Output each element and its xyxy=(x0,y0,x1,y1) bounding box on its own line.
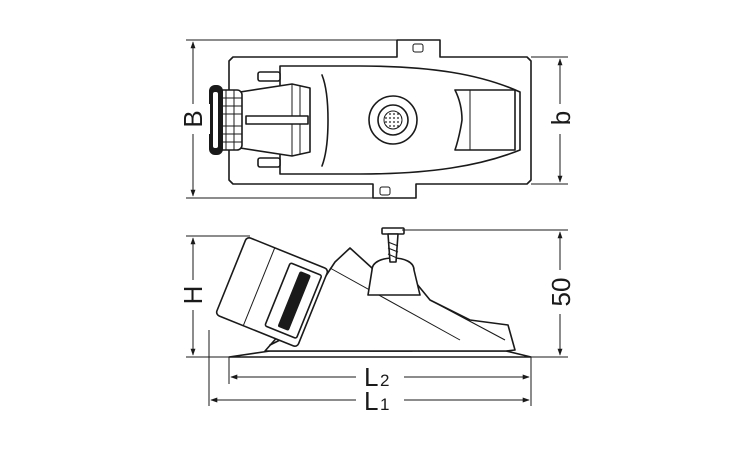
side-entry-rib xyxy=(242,247,276,326)
top-body-ridge xyxy=(321,74,329,167)
dim-50: 50 xyxy=(402,229,576,358)
side-screw-head xyxy=(381,227,405,235)
top-tab-hole-lower xyxy=(379,186,391,196)
dim-L2-sub: 2 xyxy=(380,371,389,390)
top-collar-slot xyxy=(245,115,309,125)
side-screw-thread xyxy=(387,241,399,259)
top-tab-hole-upper xyxy=(412,43,424,53)
side-entry-face xyxy=(278,271,311,331)
dim-b: b xyxy=(531,56,576,185)
side-entry-housing xyxy=(215,236,329,348)
dim-50-label: 50 xyxy=(546,278,576,307)
top-screw-mesh xyxy=(383,110,403,130)
top-ramp xyxy=(454,89,516,151)
dim-b-label: b xyxy=(546,111,576,125)
dim-L1-letter: L xyxy=(364,386,378,416)
side-base-flange xyxy=(228,350,532,358)
top-clip-upper xyxy=(257,71,281,82)
side-view: H 50 L 2 L 1 xyxy=(176,227,576,416)
dim-B-label: B xyxy=(178,110,208,127)
side-body-edge-2 xyxy=(429,299,506,341)
top-front-face-hi xyxy=(213,92,218,148)
dim-B: B xyxy=(176,39,440,199)
dim-L1: L 1 xyxy=(208,330,530,416)
top-view: B b xyxy=(176,39,576,199)
side-screw-dome xyxy=(367,257,421,296)
top-clip-lower xyxy=(257,157,281,168)
dim-H: H xyxy=(176,235,250,358)
dim-L2-letter: L xyxy=(364,362,378,392)
dim-L2: L 2 xyxy=(228,357,532,406)
side-body-edge-1 xyxy=(329,267,461,341)
dim-L1-sub: 1 xyxy=(380,395,389,414)
dim-H-label: H xyxy=(178,286,208,305)
